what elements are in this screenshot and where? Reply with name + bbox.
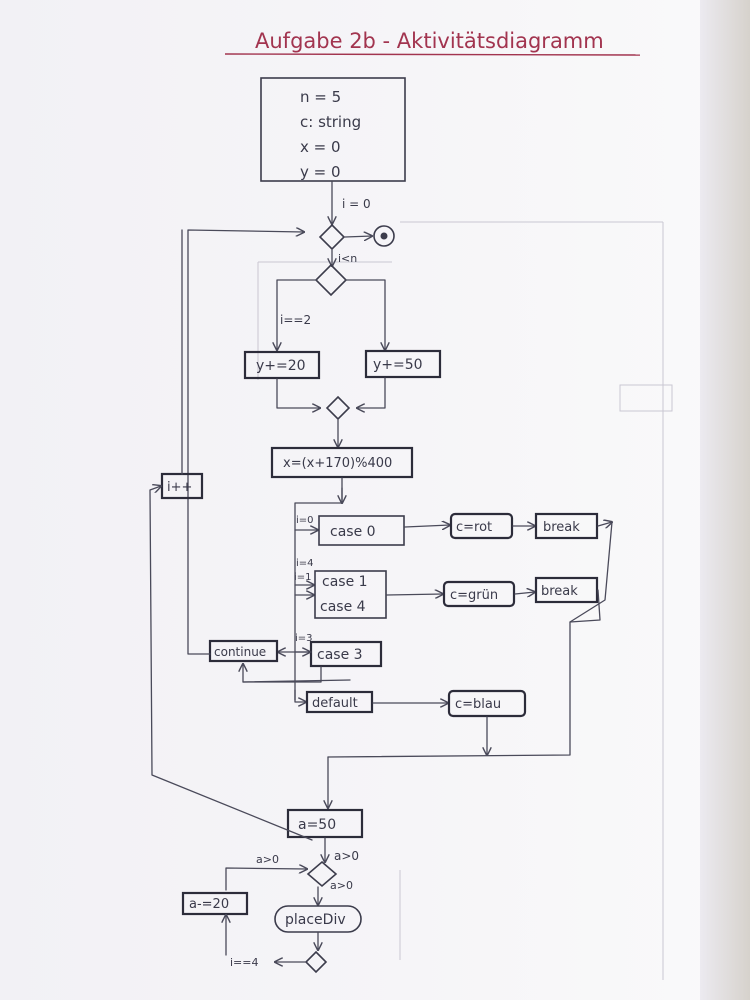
init-line-1: n = 5 — [300, 88, 341, 106]
action-c-rot — [449, 512, 514, 540]
guard-i0: i=0 — [296, 515, 314, 526]
end-decision-diamond — [304, 950, 328, 974]
arrow-a-minus-to-decision — [225, 868, 307, 891]
action-a-equals-50 — [286, 808, 364, 839]
arrow-merge-right — [357, 377, 386, 408]
action-y-plus-20 — [243, 350, 321, 380]
case3-merge-line — [242, 679, 351, 683]
arrow-case1-to-c-gruen — [386, 594, 443, 595]
arrow-to-y-plus-20 — [277, 279, 317, 350]
arrow-to-final-node — [344, 236, 372, 237]
break1-exit-line — [569, 521, 613, 623]
init-line-3: x = 0 — [300, 138, 341, 156]
merge-diamond — [325, 395, 351, 421]
action-a-minus-20 — [181, 891, 249, 916]
init-line-2: c: string — [300, 113, 361, 131]
break1-box — [534, 512, 599, 540]
break2-exit-line — [327, 589, 601, 758]
arrow-break1-out — [597, 522, 612, 526]
action-placediv-label: placeDiv — [285, 912, 346, 928]
break1-label: break — [543, 520, 580, 535]
action-c-blau-label: c=blau — [455, 697, 501, 712]
action-y-plus-50-label: y+=50 — [373, 357, 423, 373]
action-placediv — [274, 905, 362, 933]
action-x-calc-label: x=(x+170)%400 — [283, 456, 392, 471]
break2-box — [534, 576, 599, 604]
initial-variables-box — [260, 77, 406, 182]
continue-box — [208, 639, 279, 663]
if-decision-diamond — [314, 263, 348, 297]
case1-label: case 1 — [322, 574, 368, 590]
continue-label: continue — [214, 645, 266, 659]
label-i-lt-n: i<n — [338, 252, 357, 265]
default-box — [305, 690, 374, 714]
arrow-merge-left — [276, 378, 320, 408]
paper-edge-shadow — [700, 0, 750, 1000]
label-a-gt0-top: a>0 — [334, 849, 359, 863]
action-a-equals-50-label: a=50 — [298, 817, 336, 833]
arrow-return-to-continue — [243, 664, 322, 683]
action-c-gruen-label: c=grün — [450, 588, 498, 603]
action-c-gruen — [442, 580, 516, 608]
case4-label: case 4 — [320, 599, 366, 615]
label-a-gt0-bottom: a>0 — [330, 879, 353, 892]
case1-case4-box — [314, 570, 387, 619]
continue-loop-back-line — [187, 230, 304, 655]
action-i-plus-plus-label: i++ — [167, 480, 192, 495]
action-a-minus-20-label: a-=20 — [189, 897, 229, 912]
title-underline — [224, 53, 641, 56]
arrow-back-to-i-plus-plus — [149, 486, 313, 841]
final-node-inner — [380, 232, 388, 240]
action-y-plus-20-label: y+=20 — [256, 358, 306, 374]
action-c-blau — [447, 689, 527, 718]
arrow-to-default — [294, 689, 306, 702]
label-i-eq-2: i==2 — [280, 313, 311, 327]
guard-i3: i=3 — [295, 633, 313, 644]
label-i-eq-4: i==4 — [230, 956, 259, 969]
loop-decision-diamond — [318, 223, 346, 251]
init-line-4: y = 0 — [300, 163, 341, 181]
guard-i1: i=1 — [294, 572, 312, 583]
break2-label: break — [541, 584, 578, 599]
case0-box — [318, 515, 405, 546]
default-label: default — [312, 696, 358, 711]
label-i-init: i = 0 — [342, 197, 371, 211]
a-decision-diamond — [306, 860, 338, 888]
action-x-calc — [270, 446, 414, 479]
arrow-to-y-plus-50 — [345, 279, 385, 350]
faint-background-lines — [257, 221, 673, 980]
action-y-plus-50 — [364, 349, 442, 379]
guard-i4: i=4 — [296, 558, 314, 569]
arrow-case0-to-c-rot — [404, 525, 450, 527]
arrow-to-break2 — [514, 592, 535, 594]
final-node-outer — [373, 225, 395, 247]
case3-box — [309, 640, 383, 668]
label-a-gt0-left: a>0 — [256, 853, 279, 866]
case3-label: case 3 — [317, 647, 363, 663]
page-title: Aufgabe 2b - Aktivitätsdiagramm — [255, 29, 604, 53]
case0-label: case 0 — [330, 524, 376, 540]
action-c-rot-label: c=rot — [456, 520, 492, 535]
